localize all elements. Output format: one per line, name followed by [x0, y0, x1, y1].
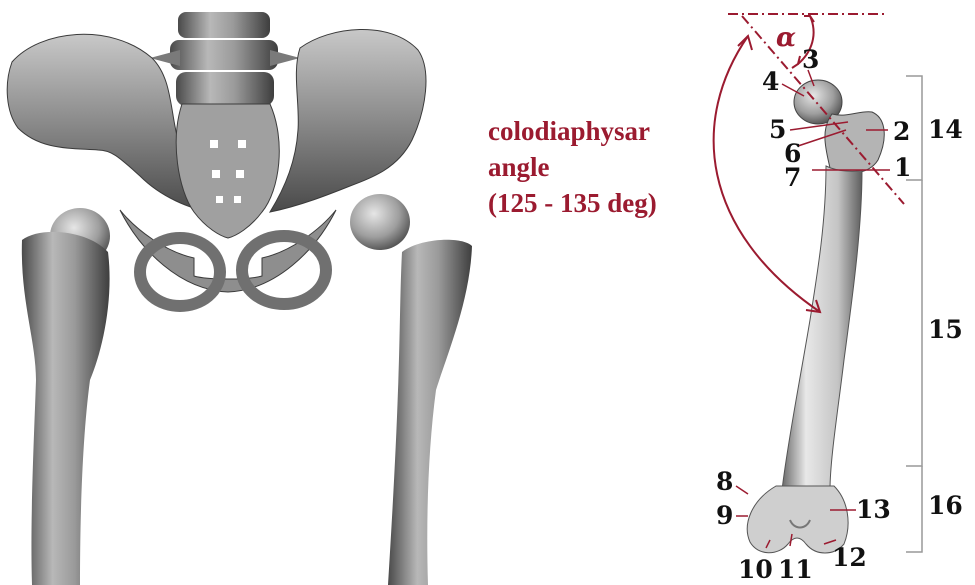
- angle-caption-line-3: (125 - 135 deg): [488, 188, 657, 218]
- label-4: 4: [762, 67, 779, 96]
- femur-illustration: [747, 80, 884, 553]
- label-10: 10: [738, 555, 773, 584]
- label-8: 8: [716, 467, 733, 496]
- bracket-15: [906, 180, 922, 466]
- label-11: 11: [778, 555, 813, 584]
- femur-shaft: [782, 166, 862, 490]
- region-brackets: [906, 76, 922, 552]
- label-3: 3: [802, 45, 819, 74]
- label-16: 16: [928, 491, 963, 520]
- left-femur-upper: [22, 232, 110, 585]
- right-femur-upper: [388, 240, 472, 585]
- sacrum: [176, 104, 279, 238]
- lumbar-spine: [150, 12, 300, 106]
- label-9: 9: [716, 501, 733, 530]
- angle-caption: colodiaphysar angle (125 - 135 deg): [488, 116, 657, 218]
- label-7: 7: [784, 163, 801, 192]
- label-15: 15: [928, 315, 963, 344]
- label-13: 13: [856, 495, 891, 524]
- angle-caption-line-1: colodiaphysar: [488, 116, 650, 146]
- label-14: 14: [928, 115, 963, 144]
- bracket-16: [906, 466, 922, 552]
- label-1: 1: [894, 153, 911, 182]
- label-12: 12: [832, 543, 867, 572]
- angle-caption-line-2: angle: [488, 152, 550, 182]
- pelvis-illustration: [7, 12, 472, 585]
- label-2: 2: [893, 117, 910, 146]
- alpha-symbol: α: [776, 23, 796, 53]
